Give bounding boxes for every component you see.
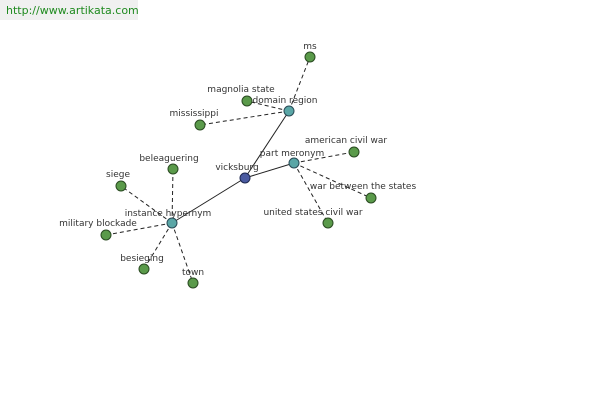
relation-node-domain_region[interactable] [283,105,295,117]
edge-instance_hypernym [171,177,246,224]
leaf-node-american_civil_war-label: american civil war [305,136,388,146]
edge-siege [120,185,173,224]
relation-node-instance_hypernym-label: instance hypernym [125,209,212,219]
leaf-node-besieging[interactable] [138,263,150,275]
relation-node-part_meronym-label: part meronym [260,149,324,159]
leaf-node-united_states_civil_war-label: united states civil war [263,208,362,218]
graph-nodes [100,51,377,289]
leaf-node-war_between_the_states-label: war between the states [310,182,417,192]
leaf-node-military_blockade[interactable] [100,229,112,241]
leaf-node-ms[interactable] [304,51,316,63]
leaf-node-united_states_civil_war[interactable] [322,217,334,229]
relation-node-part_meronym[interactable] [288,157,300,169]
edge-mississippi [199,110,290,126]
leaf-node-besieging-label: besieging [120,254,164,264]
center-node-vicksburg-label: vicksburg [215,163,258,173]
relation-node-instance_hypernym[interactable] [166,217,178,229]
edge-magnolia_state [246,100,290,112]
url-banner-text[interactable]: http://www.artikata.com [6,4,139,17]
leaf-node-war_between_the_states[interactable] [365,192,377,204]
graph-labels: ms magnolia state mississippi american civi… [59,42,416,278]
leaf-node-siege[interactable] [115,180,127,192]
leaf-node-town-label: town [182,268,204,278]
leaf-node-beleaguering[interactable] [167,163,179,175]
leaf-node-town[interactable] [187,277,199,289]
edge-ms [288,56,311,112]
leaf-node-siege-label: siege [106,170,130,180]
edge-war_between_the_states [293,162,372,199]
leaf-node-beleaguering-label: beleaguering [139,154,198,164]
leaf-node-mississippi-label: mississippi [170,109,219,119]
leaf-node-american_civil_war[interactable] [348,146,360,158]
leaf-node-mississippi[interactable] [194,119,206,131]
edge-domain_region [244,110,290,179]
edge-besieging [143,222,173,270]
graph-edges [105,56,372,284]
leaf-node-military_blockade-label: military blockade [59,219,137,229]
leaf-node-magnolia_state-label: magnolia state [207,85,275,95]
edge-beleaguering [171,168,174,224]
url-banner: http://www.artikata.com [0,0,139,20]
edge-american_civil_war [293,151,355,164]
leaf-node-ms-label: ms [303,42,317,52]
relation-node-domain_region-label: domain region [252,96,317,106]
edge-town [171,222,194,284]
edge-united_states_civil_war [293,162,329,224]
leaf-node-magnolia_state[interactable] [241,95,253,107]
center-node-vicksburg[interactable] [239,172,251,184]
edge-part_meronym [244,162,295,179]
